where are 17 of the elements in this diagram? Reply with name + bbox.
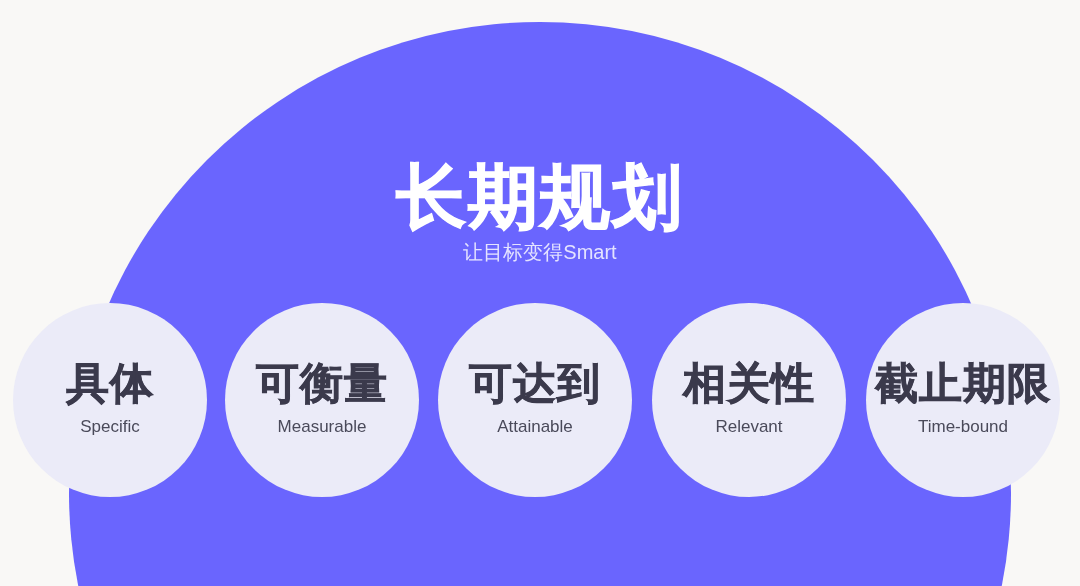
small-circle [438, 303, 632, 497]
circle-subtitle: Attainable [497, 417, 573, 435]
small-circle [652, 303, 846, 497]
circle-heading: 具体 [66, 361, 154, 405]
small-circle [225, 303, 419, 497]
circle-heading: 可达到 [469, 361, 601, 405]
small-circle [13, 303, 207, 497]
circle-subtitle: Time-bound [917, 417, 1009, 435]
title: 长期规划 [396, 162, 684, 232]
circle-subtitle: Measurable [277, 417, 367, 435]
circle-subtitle: Relevant [715, 417, 783, 435]
subtitle: 让目标变得Smart [463, 242, 617, 262]
circle-heading: 相关性 [683, 361, 815, 405]
small-circle [866, 303, 1060, 497]
circle-subtitle: Specific [80, 417, 140, 435]
circle-heading: 可衡量 [256, 361, 388, 405]
circle-heading: 截止期限 [875, 361, 1051, 405]
